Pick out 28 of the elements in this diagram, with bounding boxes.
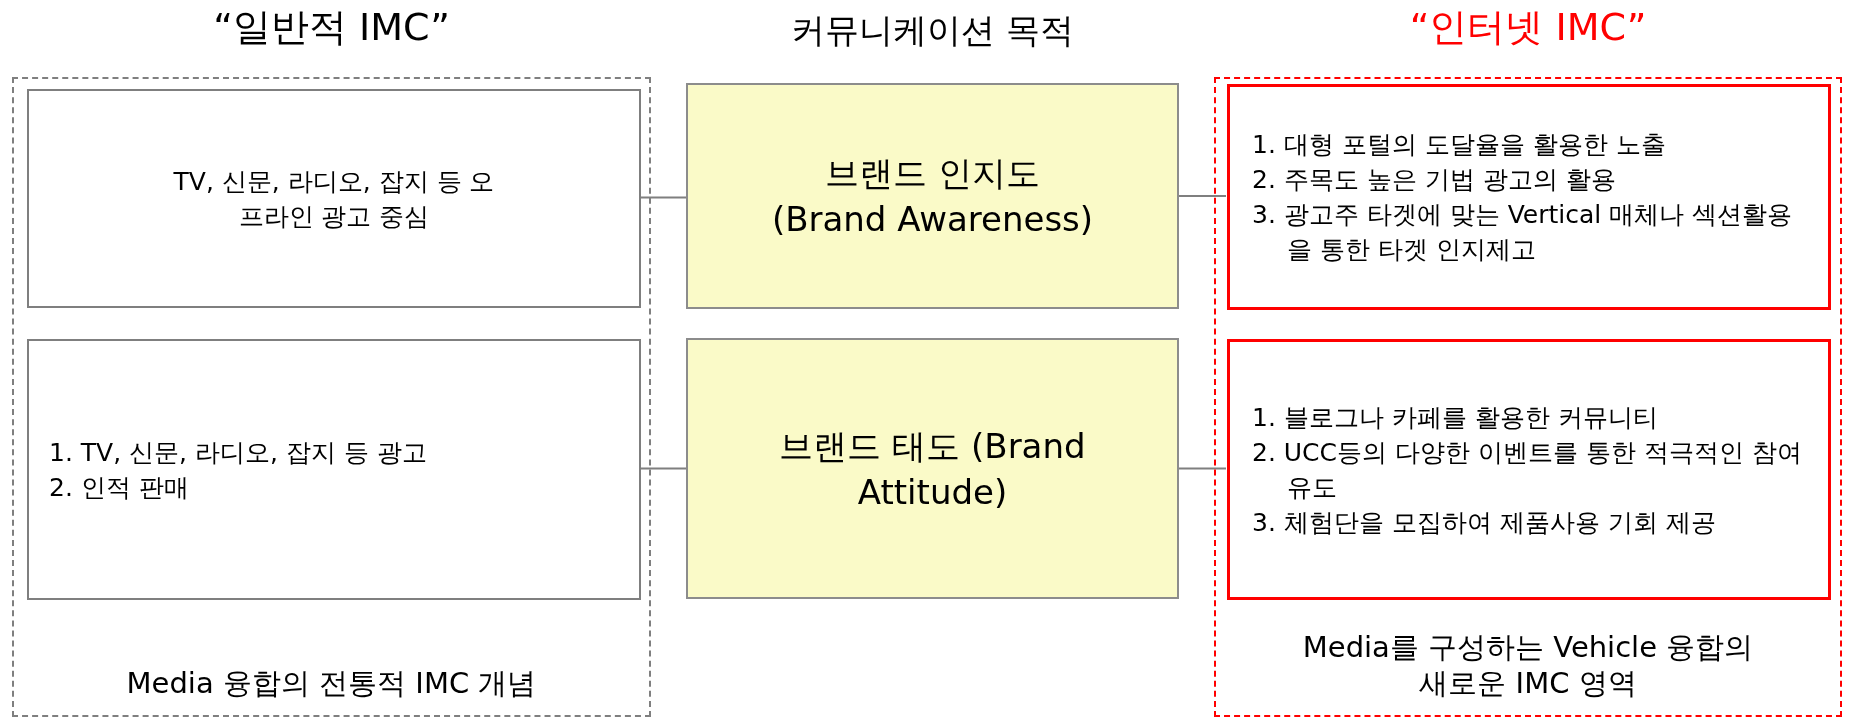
column-heading: 커뮤니케이션 목적	[790, 9, 1075, 52]
list-item: 1. 블로그나 카페를 활용한 커뮤니티	[1252, 401, 1658, 434]
connector-line	[1178, 467, 1227, 470]
list-item: 3. 체험단을 모집하여 제품사용 기회 제공	[1252, 506, 1716, 539]
text-box	[27, 89, 641, 308]
group-caption: Media를 구성하는 Vehicle 융합의 새로운 IMC 영역	[1301, 629, 1755, 701]
connector-line	[639, 467, 687, 470]
list-item: 1. 대형 포털의 도달율을 활용한 노출	[1252, 129, 1666, 161]
connector-line	[639, 196, 687, 199]
list-item: 2. UCC등의 다양한 이벤트를 통한 적극적인 참여 유도	[1252, 436, 1803, 504]
group-caption: Media 융합의 전통적 IMC 개념	[125, 665, 538, 701]
text-box	[27, 339, 641, 600]
group-title: “인터넷 IMC”	[1408, 4, 1648, 51]
group-title: “일반적 IMC”	[212, 4, 451, 51]
objective-label: 브랜드 태도 (Brand Attitude)	[778, 424, 1087, 514]
list-item: 2. 주목도 높은 기법 광고의 활용	[1252, 164, 1616, 196]
list-item: 2. 인적 판매	[49, 471, 189, 504]
list-item: 3. 광고주 타겟에 맞는 Vertical 매체나 섹션활용을 통한 타겟 인지제고	[1252, 199, 1794, 266]
objective-box	[686, 83, 1179, 309]
objective-box	[686, 338, 1179, 599]
connector-line	[1178, 195, 1227, 197]
objective-label: 브랜드 인지도 (Brand Awareness)	[770, 152, 1095, 241]
highlight-box	[1227, 84, 1831, 310]
list-item: 1. TV, 신문, 라디오, 잡지 등 광고	[49, 436, 427, 469]
description-text: TV, 신문, 라디오, 잡지 등 오프라인 광고 중심	[172, 165, 496, 233]
dashed-group-frame	[1214, 77, 1842, 717]
dashed-group-frame	[12, 77, 651, 717]
highlight-box	[1227, 339, 1831, 600]
